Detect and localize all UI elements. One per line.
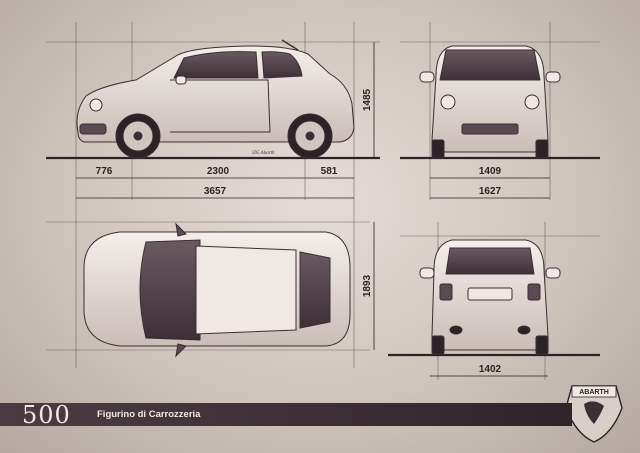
dim-rear-track: 1402 <box>479 364 502 375</box>
footer-banner <box>0 403 572 426</box>
dim-rear-overhang: 581 <box>321 166 338 177</box>
front-view-car <box>419 45 561 159</box>
dim-front-track: 1409 <box>479 166 502 177</box>
rear-view-car <box>419 239 561 355</box>
badge-brand: ABARTH <box>579 389 609 396</box>
abarth-badge: ABARTH <box>565 385 623 443</box>
scorpion-icon <box>584 401 604 424</box>
dimension-lines <box>76 42 550 377</box>
top-view-car <box>83 222 351 358</box>
dim-mirror-width: 1893 <box>362 274 373 297</box>
sheet-title: Figurino di Carrozzeria <box>97 409 201 420</box>
dim-wheelbase: 2300 <box>207 166 230 177</box>
dim-height: 1485 <box>362 88 373 111</box>
dim-front-overhang: 776 <box>96 166 113 177</box>
dim-overall-length: 3657 <box>204 186 227 197</box>
dim-overall-width: 1627 <box>479 186 502 197</box>
side-script: 595 Abarth <box>252 151 275 156</box>
side-view-car <box>76 39 355 159</box>
model-logo: 500 <box>22 401 71 429</box>
